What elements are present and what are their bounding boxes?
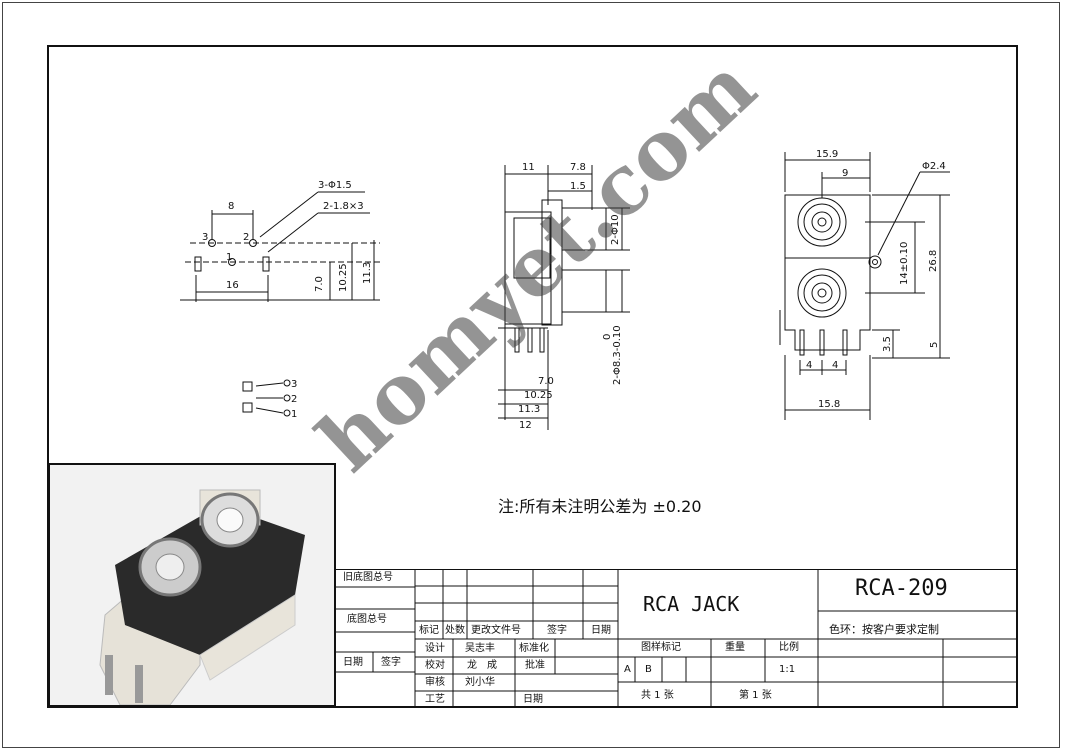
tb-change-doc: 更改文件号 (471, 625, 521, 636)
tb-a: A (624, 664, 631, 675)
tb-sign: 签字 (381, 657, 401, 668)
tb-process: 工艺 (425, 694, 445, 705)
tb-pattern-mark: 图样标记 (641, 642, 681, 653)
pin-1-label: 1 (226, 252, 232, 263)
dim-10-25: 10.25 (338, 263, 349, 292)
holes-label: 3-Φ1.5 (318, 180, 352, 191)
front-dim-15-9: 15.9 (816, 149, 838, 160)
title-block: 旧底图总号 底图总号 日期 签字 标记 处数 更改文件号 签字 日期 设计 吴志… (335, 569, 1017, 708)
tb-standardize: 标准化 (519, 643, 549, 654)
tb-checker: 龙 成 (467, 660, 497, 671)
pin-2-label: 2 (243, 232, 249, 243)
tb-date2: 日期 (591, 625, 611, 636)
tb-date: 日期 (343, 657, 363, 668)
tb-sheet-no: 第 1 张 (739, 690, 772, 701)
tb-scale: 比例 (779, 642, 799, 653)
tb-date3: 日期 (523, 694, 543, 705)
side-dim-11: 11 (522, 162, 535, 173)
schem-pin-1: 1 (291, 409, 297, 420)
tb-scale-value: 1:1 (779, 664, 796, 675)
front-dim-5: 5 (929, 342, 940, 348)
side-dim-7: 7.0 (538, 376, 554, 387)
side-dim-1-5: 1.5 (570, 181, 586, 192)
tb-total-sheets: 共 1 张 (641, 690, 674, 701)
tb-b: B (645, 664, 652, 675)
schem-pin-2: 2 (291, 394, 297, 405)
front-dim-15-8: 15.8 (818, 399, 840, 410)
side-dim-7-8: 7.8 (570, 162, 586, 173)
slot-right (262, 256, 270, 272)
front-view (779, 152, 950, 420)
pin-3-label: 3 (202, 232, 208, 243)
side-dim-10-25: 10.25 (524, 390, 553, 401)
tb-check: 校对 (425, 660, 445, 671)
dim-11-3: 11.3 (362, 262, 373, 284)
tb-weight: 重量 (725, 642, 745, 653)
front-dim-4a: 4 (806, 360, 812, 371)
tb-old-drawing-no: 旧底图总号 (343, 572, 393, 583)
schem-pin-3: 3 (291, 379, 297, 390)
front-dim-phi2-4: Φ2.4 (922, 161, 946, 172)
tb-designer: 吴志丰 (465, 643, 495, 654)
side-dim-11-3: 11.3 (518, 404, 540, 415)
tb-approve: 批准 (525, 660, 545, 671)
footprint-view (180, 191, 380, 302)
side-dim-0: 0 (602, 334, 613, 340)
tolerance-note: 注:所有未注明公差为 ±0.20 (498, 497, 702, 516)
tb-part-no: RCA-209 (855, 576, 948, 601)
tb-review: 审核 (425, 677, 445, 688)
front-dim-14: 14±0.10 (899, 242, 910, 285)
front-dim-3-5: 3.5 (882, 336, 893, 352)
side-view (498, 165, 630, 430)
pin-schematic (242, 379, 291, 417)
tb-count: 处数 (445, 625, 465, 636)
tb-color-note: 色环：按客户要求定制 (829, 623, 939, 636)
tb-mark: 标记 (419, 625, 439, 636)
product-photo (48, 463, 336, 707)
front-dim-4b: 4 (832, 360, 838, 371)
tb-product-name: RCA JACK (643, 592, 740, 616)
tb-base-drawing-no: 底图总号 (347, 614, 387, 625)
slots-label: 2-1.8×3 (323, 201, 364, 212)
tb-sign2: 签字 (547, 625, 567, 636)
slot-left (194, 256, 202, 272)
tb-design: 设计 (425, 643, 445, 654)
side-dim-phi10: 2-Φ10 (610, 214, 621, 245)
front-dim-9: 9 (842, 168, 848, 179)
dim-8: 8 (228, 201, 234, 212)
side-dim-12: 12 (519, 420, 532, 431)
dim-7: 7.0 (314, 276, 325, 292)
tb-reviewer: 刘小华 (465, 677, 495, 688)
dim-16: 16 (226, 280, 239, 291)
side-dim-phi8: 2-Φ8.3-0.10 (612, 325, 623, 385)
front-dim-26-8: 26.8 (928, 250, 939, 272)
